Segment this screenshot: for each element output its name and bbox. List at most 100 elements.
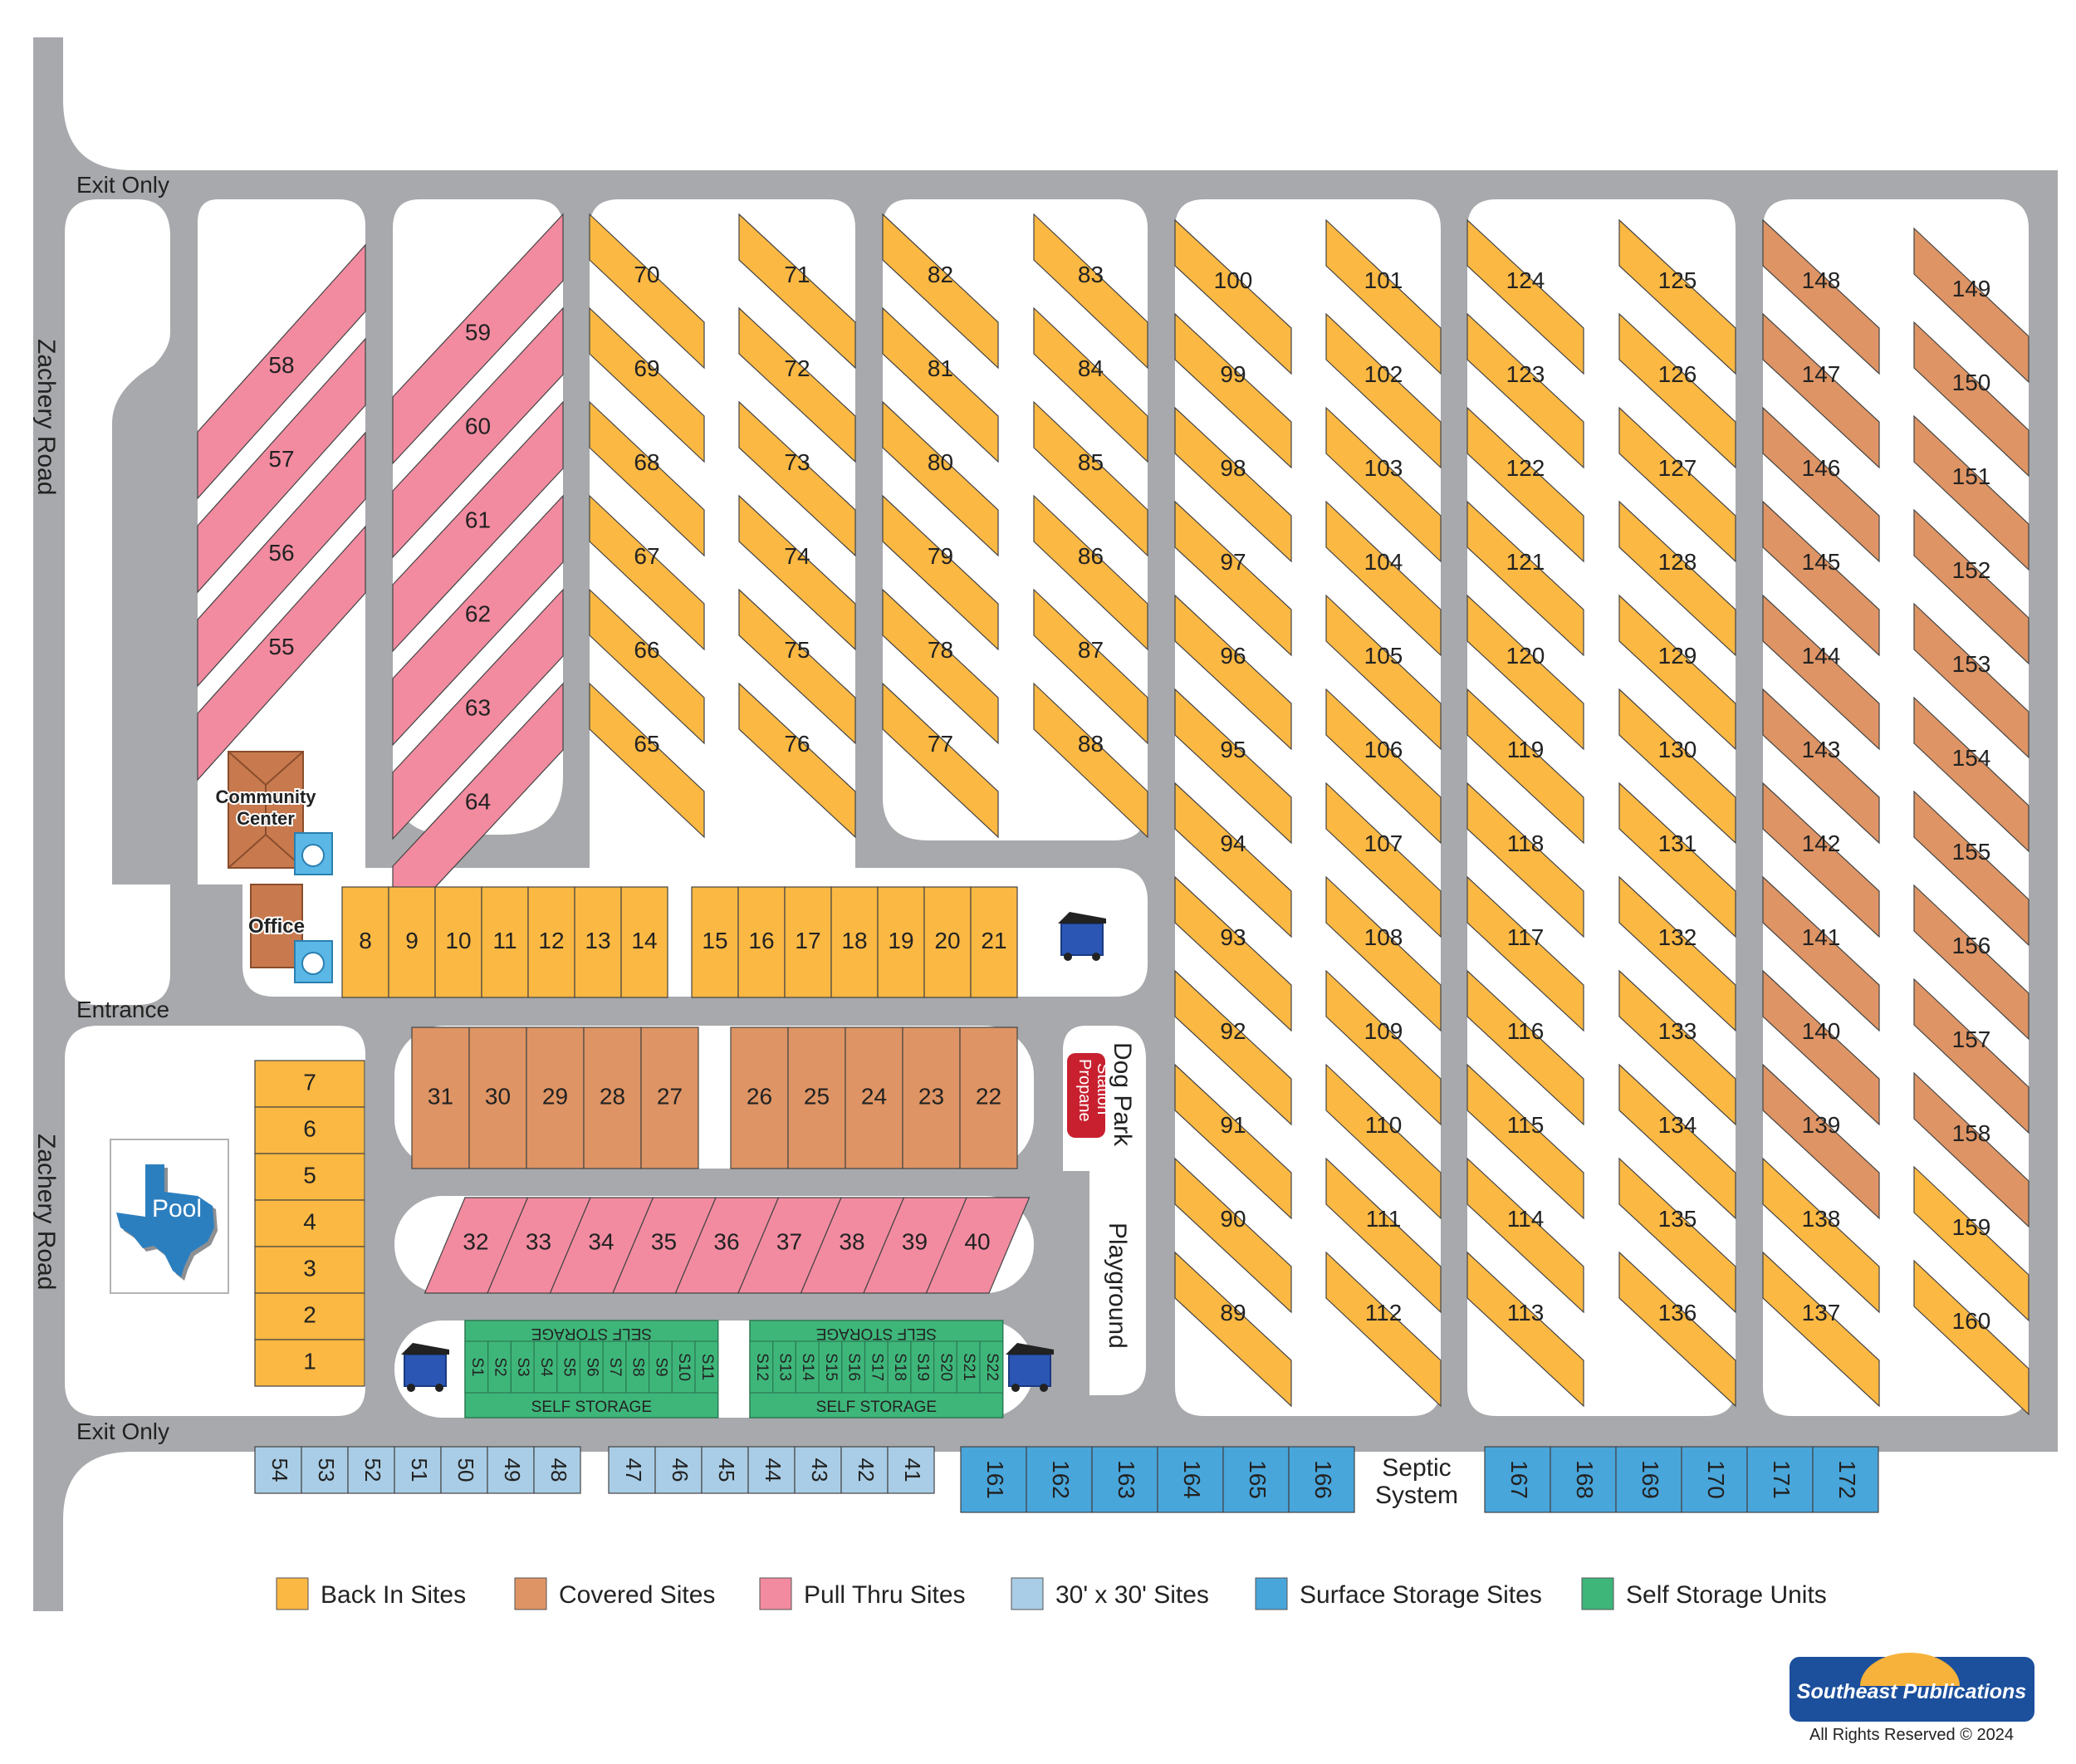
site-115[interactable]	[1466, 1063, 1584, 1220]
site-125[interactable]	[1618, 218, 1736, 375]
site-169[interactable]	[1615, 1446, 1682, 1513]
site-170[interactable]	[1681, 1446, 1748, 1513]
site-126[interactable]	[1618, 312, 1736, 469]
storage-unit-S19[interactable]	[910, 1340, 935, 1394]
storage-unit-S1[interactable]	[464, 1340, 489, 1394]
site-30[interactable]	[468, 1027, 527, 1169]
site-58[interactable]	[197, 243, 366, 500]
site-76[interactable]	[738, 682, 856, 839]
site-70[interactable]	[589, 213, 705, 370]
site-91[interactable]	[1174, 1063, 1292, 1220]
site-122[interactable]	[1466, 406, 1584, 563]
site-19[interactable]	[877, 886, 925, 998]
site-106[interactable]	[1325, 688, 1442, 845]
site-12[interactable]	[527, 886, 575, 998]
site-100[interactable]	[1174, 218, 1292, 375]
site-62[interactable]	[392, 494, 564, 747]
site-162[interactable]	[1026, 1446, 1093, 1513]
site-65[interactable]	[589, 682, 705, 839]
site-103[interactable]	[1325, 406, 1442, 563]
site-151[interactable]	[1913, 414, 2029, 571]
site-129[interactable]	[1618, 594, 1736, 751]
storage-unit-S15[interactable]	[818, 1340, 843, 1394]
site-44[interactable]	[747, 1446, 796, 1494]
site-77[interactable]	[882, 682, 999, 839]
site-160[interactable]	[1913, 1259, 2029, 1416]
site-28[interactable]	[583, 1027, 642, 1169]
site-139[interactable]	[1762, 1063, 1880, 1220]
site-24[interactable]	[845, 1027, 903, 1169]
site-69[interactable]	[589, 306, 705, 463]
site-94[interactable]	[1174, 782, 1292, 938]
site-68[interactable]	[589, 400, 705, 557]
site-57[interactable]	[197, 337, 366, 594]
site-8[interactable]	[341, 886, 389, 998]
site-4[interactable]	[254, 1199, 365, 1247]
site-146[interactable]	[1762, 406, 1880, 563]
site-96[interactable]	[1174, 594, 1292, 751]
site-82[interactable]	[882, 213, 999, 370]
site-149[interactable]	[1913, 227, 2029, 384]
site-25[interactable]	[787, 1027, 846, 1169]
site-166[interactable]	[1288, 1446, 1355, 1513]
site-84[interactable]	[1033, 306, 1148, 463]
site-67[interactable]	[589, 494, 705, 651]
site-154[interactable]	[1913, 696, 2029, 853]
site-93[interactable]	[1174, 875, 1292, 1032]
site-71[interactable]	[738, 213, 856, 370]
storage-unit-S9[interactable]	[648, 1340, 673, 1394]
site-156[interactable]	[1913, 884, 2029, 1041]
site-66[interactable]	[589, 588, 705, 745]
site-83[interactable]	[1033, 213, 1148, 370]
site-133[interactable]	[1618, 969, 1736, 1126]
site-99[interactable]	[1174, 312, 1292, 469]
site-111[interactable]	[1325, 1157, 1442, 1314]
site-102[interactable]	[1325, 312, 1442, 469]
site-150[interactable]	[1913, 321, 2029, 478]
site-90[interactable]	[1174, 1157, 1292, 1314]
site-107[interactable]	[1325, 782, 1442, 938]
site-143[interactable]	[1762, 688, 1880, 845]
site-141[interactable]	[1762, 875, 1880, 1032]
site-29[interactable]	[526, 1027, 585, 1169]
site-21[interactable]	[970, 886, 1018, 998]
site-10[interactable]	[434, 886, 482, 998]
site-56[interactable]	[197, 431, 366, 688]
site-131[interactable]	[1618, 782, 1736, 938]
site-168[interactable]	[1550, 1446, 1617, 1513]
site-54[interactable]	[254, 1446, 302, 1494]
site-85[interactable]	[1033, 400, 1148, 557]
site-41[interactable]	[887, 1446, 935, 1494]
site-159[interactable]	[1913, 1165, 2029, 1322]
site-13[interactable]	[574, 886, 622, 998]
site-60[interactable]	[392, 306, 564, 559]
storage-unit-S7[interactable]	[602, 1340, 627, 1394]
storage-unit-S8[interactable]	[625, 1340, 650, 1394]
site-145[interactable]	[1762, 500, 1880, 657]
storage-unit-S17[interactable]	[864, 1340, 889, 1394]
site-72[interactable]	[738, 306, 856, 463]
site-81[interactable]	[882, 306, 999, 463]
site-98[interactable]	[1174, 406, 1292, 563]
site-95[interactable]	[1174, 688, 1292, 845]
site-45[interactable]	[701, 1446, 749, 1494]
site-2[interactable]	[254, 1292, 365, 1340]
site-6[interactable]	[254, 1106, 365, 1154]
storage-unit-S13[interactable]	[772, 1340, 797, 1394]
site-142[interactable]	[1762, 782, 1880, 938]
site-88[interactable]	[1033, 682, 1148, 839]
site-50[interactable]	[440, 1446, 488, 1494]
site-73[interactable]	[738, 400, 856, 557]
site-86[interactable]	[1033, 494, 1148, 651]
site-101[interactable]	[1325, 218, 1442, 375]
site-121[interactable]	[1466, 500, 1584, 657]
storage-unit-S18[interactable]	[887, 1340, 912, 1394]
site-49[interactable]	[487, 1446, 535, 1494]
site-5[interactable]	[254, 1153, 365, 1201]
site-80[interactable]	[882, 400, 999, 557]
site-171[interactable]	[1746, 1446, 1814, 1513]
site-20[interactable]	[923, 886, 972, 998]
site-132[interactable]	[1618, 875, 1736, 1032]
storage-unit-S4[interactable]	[533, 1340, 558, 1394]
storage-unit-S2[interactable]	[487, 1340, 512, 1394]
